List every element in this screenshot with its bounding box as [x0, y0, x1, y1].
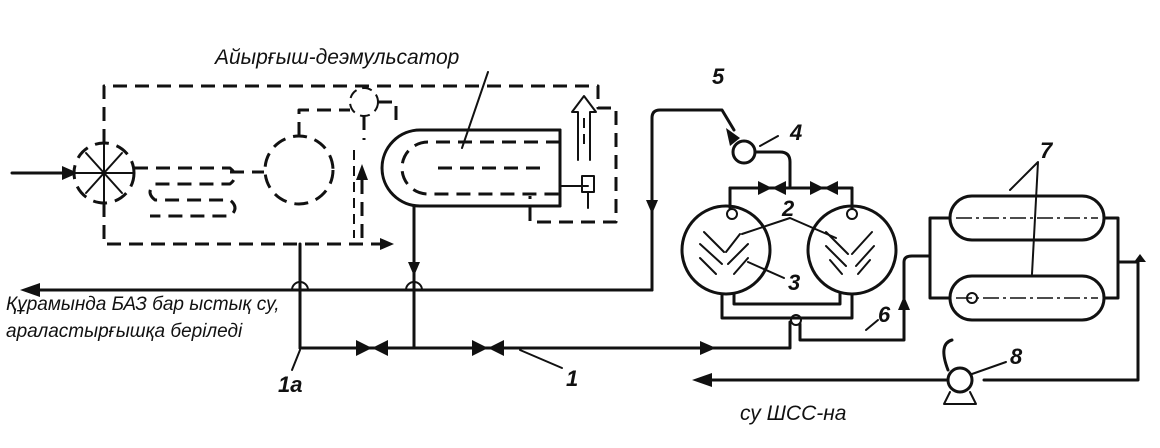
- bottom-tee: [790, 314, 802, 326]
- hot-water-output-arrow: [20, 283, 40, 297]
- leader-7: [1009, 161, 1039, 275]
- inlet-arrow: [10, 166, 78, 180]
- line-5-arrow: [646, 200, 658, 214]
- tank-piping-right: [1102, 216, 1120, 300]
- heat-exchanger-symbol: [72, 141, 136, 205]
- diagram-title: Айырғыш-деэмульсатор: [213, 46, 459, 69]
- line-6: [798, 254, 932, 342]
- filter-left: [680, 204, 772, 296]
- filter-bottom-manifold: [720, 292, 854, 320]
- tank-lower: [948, 274, 1106, 322]
- separator-vessel: [263, 134, 335, 206]
- bottom-return-arrow: [380, 238, 394, 250]
- number-3: 3: [788, 270, 800, 295]
- line-5: [650, 108, 736, 292]
- leader-6: [865, 319, 879, 331]
- riser-arrow: [356, 164, 368, 180]
- valve-2a[interactable]: [758, 181, 786, 195]
- line-1-arrow: [700, 341, 716, 355]
- number-7: 7: [1040, 138, 1054, 163]
- hot-water-label-line2: араластырғышқа беріледі: [6, 321, 243, 342]
- number-2: 2: [781, 196, 795, 221]
- pump-4[interactable]: [726, 128, 792, 188]
- tank-outlet-tick: [1134, 254, 1146, 262]
- filter-right: [806, 204, 898, 296]
- vent-hollow-arrow: [571, 95, 597, 161]
- water-to-station-arrow: [692, 373, 712, 387]
- pump-8[interactable]: [942, 338, 1007, 405]
- valve-1[interactable]: [472, 340, 504, 356]
- leader-3: [747, 261, 785, 279]
- small-vessel-line: [378, 100, 398, 128]
- top-dashed-loop: [102, 84, 618, 224]
- number-4: 4: [789, 120, 802, 145]
- coil-heater: [134, 166, 237, 218]
- water-to-station-label: су ШСС-на: [740, 402, 847, 425]
- level-gauge: [559, 175, 595, 209]
- separator-top-line: [297, 108, 350, 136]
- line-1: [298, 320, 792, 350]
- line-6-arrow: [898, 296, 910, 310]
- leader-1: [519, 349, 563, 369]
- small-vessel-top: [349, 87, 379, 117]
- title-leader-line: [461, 71, 489, 149]
- tank-outlet: [982, 260, 1140, 382]
- number-6: 6: [878, 302, 891, 327]
- leader-2: [741, 217, 837, 239]
- bottom-dashed-return: [102, 203, 390, 246]
- number-8: 8: [1010, 344, 1023, 369]
- number-5: 5: [712, 64, 725, 89]
- demulsifier-inner-tube: [400, 140, 560, 196]
- number-1a: 1а: [278, 372, 302, 397]
- drain-arrow: [408, 262, 420, 276]
- demulsifier-shell: [380, 128, 562, 208]
- valve-1a[interactable]: [356, 340, 388, 356]
- tank-upper: [948, 194, 1106, 242]
- hot-water-label-line1: Құрамында БАЗ бар ыстық су,: [6, 294, 280, 315]
- number-1: 1: [566, 366, 578, 391]
- leader-1a: [291, 349, 301, 371]
- valve-2b[interactable]: [810, 181, 838, 195]
- tank-piping-left: [928, 216, 952, 300]
